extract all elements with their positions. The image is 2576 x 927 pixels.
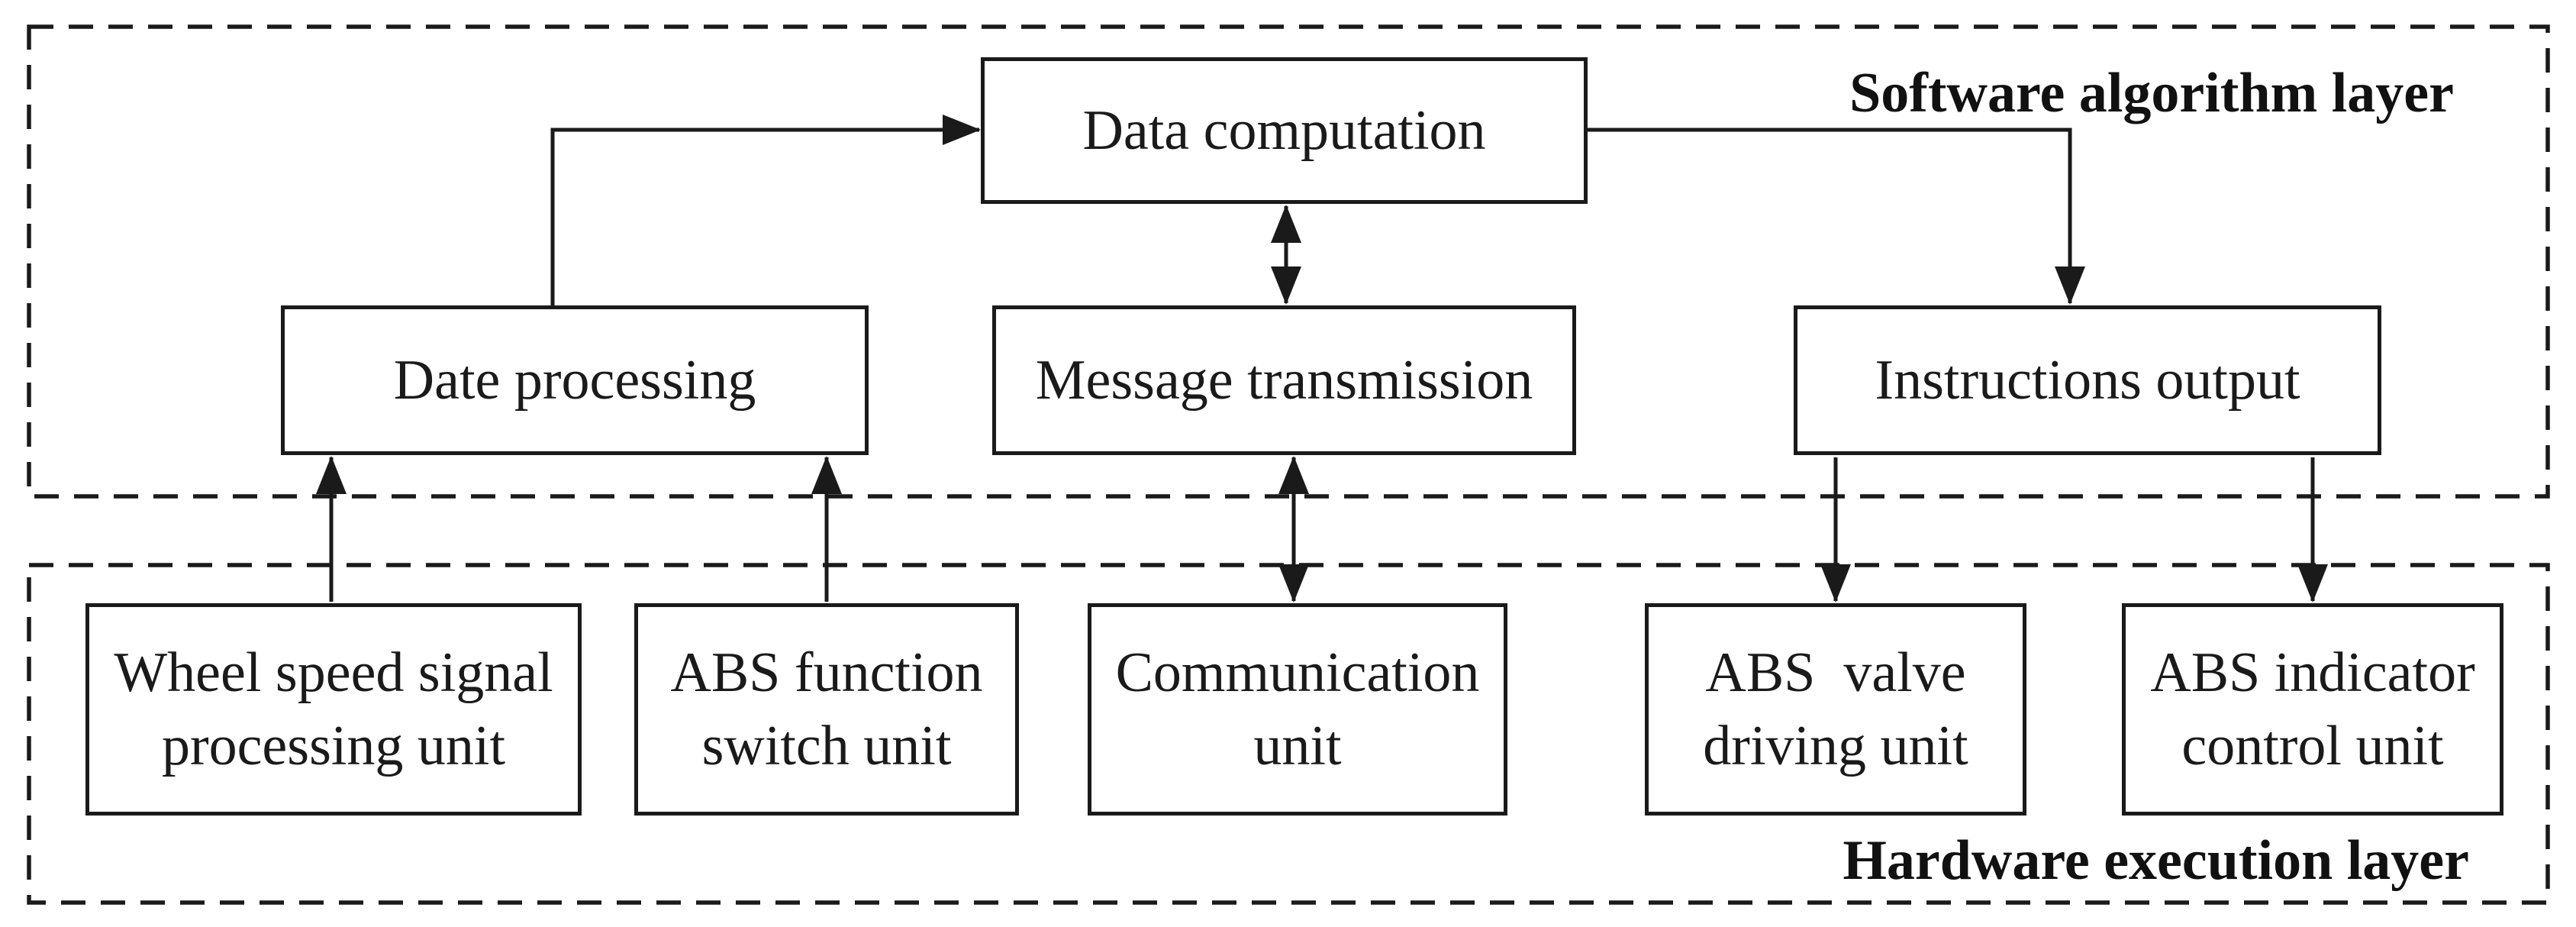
arrow-data-computation-to-instructions-output (1588, 128, 2085, 305)
node-message-transmission: Message transmission (992, 305, 1576, 455)
node-wheel-speed-unit: Wheel speed signal processing unit (85, 603, 582, 816)
node-instructions-output: Instructions output (1794, 305, 2381, 455)
node-data-computation: Data computation (981, 57, 1588, 204)
node-label-instructions-output: Instructions output (1875, 348, 2300, 412)
software-layer-label: Software algorithm layer (1849, 62, 2454, 124)
node-label-abs-valve-driving-unit: ABS valve driving unit (1703, 641, 1968, 777)
node-communication-unit: Communication unit (1088, 603, 1507, 816)
node-label-abs-function-switch-unit: ABS function switch unit (670, 641, 983, 777)
node-abs-function-switch-unit: ABS function switch unit (634, 603, 1019, 816)
node-label-wheel-speed-unit: Wheel speed signal processing unit (114, 641, 553, 777)
node-label-date-processing: Date processing (393, 348, 756, 412)
node-abs-indicator-control-unit: ABS indicator control unit (2122, 603, 2503, 816)
node-date-processing: Date processing (281, 305, 869, 455)
node-label-communication-unit: Communication unit (1115, 641, 1480, 777)
node-label-data-computation: Data computation (1082, 99, 1486, 162)
node-abs-valve-driving-unit: ABS valve driving unit (1645, 603, 2026, 816)
node-label-message-transmission: Message transmission (1035, 348, 1533, 412)
hardware-layer-label: Hardware execution layer (1843, 829, 2469, 892)
arrow-date-processing-to-data-computation (550, 115, 981, 305)
node-label-abs-indicator-control-unit: ABS indicator control unit (2150, 641, 2475, 777)
